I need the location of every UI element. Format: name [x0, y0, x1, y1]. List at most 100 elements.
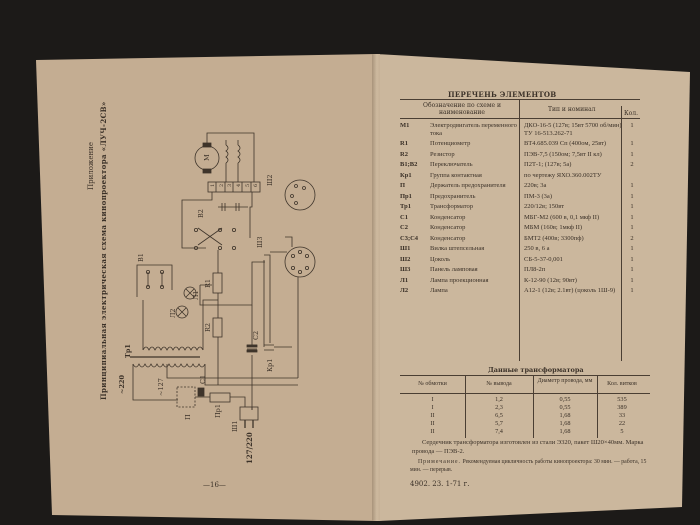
element-qty: 1 [630, 255, 634, 263]
transformer-cell: 389 [617, 404, 627, 411]
element-ref: М1 [400, 122, 410, 129]
transformer-cell: 7,4 [495, 428, 503, 435]
col-header-qty: Кол. [624, 110, 638, 117]
element-name: Группа контактная [430, 171, 482, 179]
terminal-4: 4 [236, 184, 242, 187]
transformer-cell: I [431, 396, 434, 403]
element-qty: 1 [630, 276, 634, 284]
element-qty: 1 [630, 213, 634, 221]
transformer-cell: II [430, 420, 435, 427]
element-qty: 1 [630, 150, 634, 158]
lamp-l2 [175, 305, 189, 319]
element-qty: 1 [630, 122, 634, 129]
transformer-cell: II [430, 428, 435, 435]
element-name: Конденсатор [430, 224, 466, 231]
transformer-col-header: Кол. витков [607, 381, 637, 387]
element-qty: 1 [630, 140, 634, 147]
transformer-cell: 6,5 [495, 412, 503, 419]
transformer-cell: 535 [617, 396, 627, 403]
element-type: по чертежу ЯХО.360.002ТУ [524, 171, 602, 179]
element-name: Лампа проекционная [430, 276, 489, 284]
fuse-holder [176, 386, 196, 408]
label-plug: Ш1 [231, 420, 239, 432]
element-qty: 1 [630, 245, 634, 252]
transformer-cell: II [430, 412, 435, 419]
element-type: 220в; 3а [524, 182, 547, 189]
col-header-type: Тип и номинал [548, 106, 596, 113]
mains-plug [239, 406, 259, 421]
element-name: Вилка штепсельная [430, 245, 485, 252]
element-type: ПЭВ-7,5 (150ом; 7,5вт II кл) [524, 150, 602, 158]
transformer-primary [132, 363, 206, 368]
label-fuse: Пр1 [214, 404, 222, 418]
element-type: ПЛ8-2п [524, 266, 546, 273]
fuse [209, 392, 231, 403]
label-r2: R2 [204, 323, 212, 332]
element-name: Резистор [430, 150, 455, 158]
element-type: МБГ-М2 (600 в, 0,1 мкф II) [524, 213, 600, 221]
element-ref: Тр1 [400, 203, 411, 210]
element-qty: 2 [630, 161, 634, 168]
element-name: Цоколь [430, 255, 451, 263]
transformer-col-header: № обмотки [418, 381, 447, 387]
terminal-6: 6 [253, 184, 259, 187]
transformer-cell: 1,68 [559, 412, 571, 419]
label-l1: Л1 [192, 290, 200, 300]
terminal-2: 2 [219, 184, 225, 187]
transformer-col-header: Диаметр провода, мм [537, 378, 593, 384]
element-type: ПМ-3 (3а) [524, 192, 552, 200]
element-type: СБ-5-37-0,001 [524, 255, 563, 263]
connector-sh2 [284, 179, 316, 211]
core-note: Сердечник трансформатора изготовлен из с… [412, 439, 644, 455]
element-ref: Л2 [400, 287, 409, 294]
transformer-cell: 0,55 [559, 404, 571, 411]
element-type: К-12-90 (12в; 90вт) [524, 276, 577, 284]
terminal-block [207, 181, 261, 193]
note-text: Рекомендуемая цикличность работы кинопро… [410, 459, 647, 473]
element-type: А12-1 (12в; 2.1вт) (цоколь 1Ш-9) [524, 287, 616, 294]
transformer-table-title: Данные трансформатора [488, 366, 584, 374]
label-fuse-holder: П [184, 414, 192, 420]
element-ref: В1;В2 [400, 161, 418, 168]
transformer-cell: 0,55 [559, 396, 571, 403]
element-qty: 1 [630, 287, 634, 294]
element-name: Трансформатор [430, 203, 473, 210]
label-b1: В1 [137, 253, 145, 262]
label-b2: В2 [197, 209, 205, 218]
transformer-cell: 1,68 [559, 420, 571, 427]
element-ref: С1 [400, 213, 408, 221]
transformer-cell: I [431, 404, 434, 411]
element-qty: 1 [630, 203, 634, 210]
element-ref: С3;С4 [400, 234, 419, 242]
element-row: Тр1 Трансформатор 220/12в; 150вт 1 [400, 203, 640, 211]
element-type: П2Т-1; (127в; 5а) [524, 161, 572, 168]
page-number: —16— [203, 481, 226, 489]
element-ref: Ш2 [400, 255, 411, 263]
element-row: Кр1 Группа контактная по чертежу ЯХО.360.0… [400, 172, 640, 180]
resistor-r2 [212, 317, 223, 338]
element-name: Конденсатор [430, 234, 466, 242]
elements-list-title: ПЕРЕЧЕНЬ ЭЛЕМЕНТОВ [448, 90, 557, 99]
transformer-col-header: № вывода [486, 381, 512, 387]
element-type: 220/12в; 150вт [524, 203, 565, 210]
label-mains: 127/220 [245, 432, 254, 464]
element-ref: Кр1 [400, 171, 412, 179]
transformer-secondary [142, 346, 204, 351]
element-ref: Пр1 [400, 192, 412, 200]
element-qty: 1 [630, 266, 634, 273]
element-type: МБМ (160в; 1мкф II) [524, 224, 583, 231]
element-ref: Ш3 [400, 266, 411, 273]
transformer-cell: 1,2 [495, 396, 503, 403]
imprint: 4902. 23. 1-71 г. [410, 480, 470, 488]
